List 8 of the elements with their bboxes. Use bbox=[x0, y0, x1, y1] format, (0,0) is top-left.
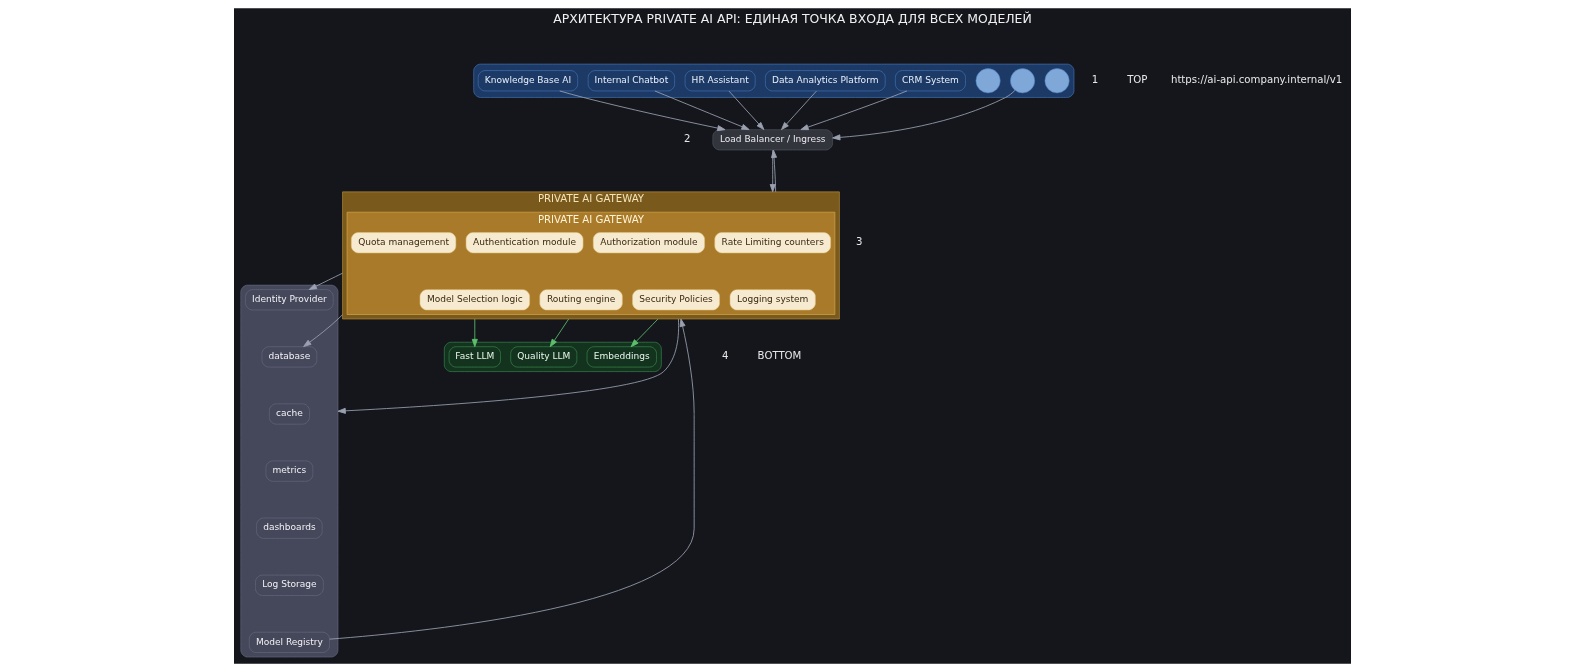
label: 1 bbox=[1091, 74, 1098, 86]
label: 3 bbox=[855, 236, 862, 248]
diagram-title: АРХИТЕКТУРА PRIVATE AI API: ЕДИНАЯ ТОЧКА ВХОДА ДЛЯ ВСЕХ МОДЕЛЕЙ bbox=[552, 10, 1032, 26]
label: TOP bbox=[1126, 74, 1147, 86]
label: 4 bbox=[721, 350, 728, 362]
label: 2 bbox=[683, 133, 691, 145]
label: https://ai-api.company.internal/v1 bbox=[1170, 74, 1342, 86]
label: BOTTOM bbox=[757, 350, 801, 362]
